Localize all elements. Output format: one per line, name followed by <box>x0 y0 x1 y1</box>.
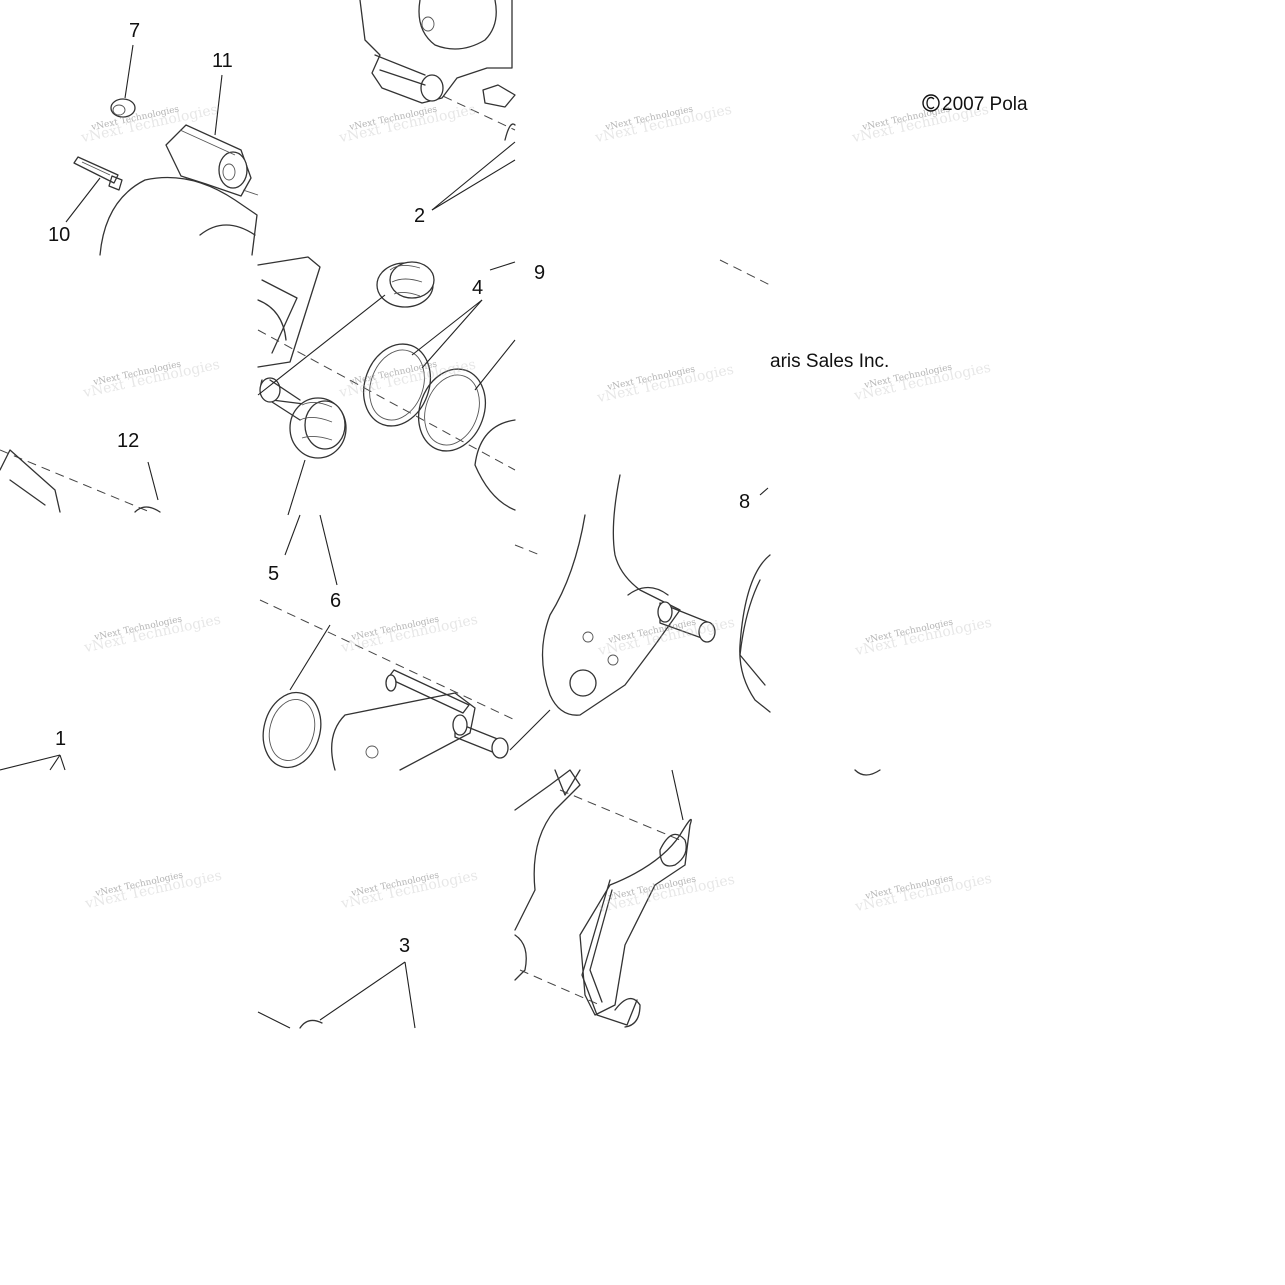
part-8-mounting-bracket <box>541 474 716 716</box>
part-6-ring <box>262 691 322 769</box>
brake-pad-right <box>739 554 881 776</box>
callout-11: 11 <box>212 50 233 72</box>
callout-8: 8 <box>739 491 750 513</box>
part-9-dust-boot-upper <box>376 261 435 308</box>
leaders-row-2 <box>147 261 516 516</box>
caliper-body-top <box>359 0 516 141</box>
part-5-guide-pin <box>385 669 470 714</box>
leaders-row-3 <box>284 487 769 751</box>
copyright-text-part2: aris Sales Inc. <box>770 351 889 372</box>
callout-10: 10 <box>48 224 70 246</box>
callout-4: 4 <box>472 277 483 299</box>
center-lines <box>0 89 771 1006</box>
caliper-fragment <box>257 256 321 368</box>
crop-mask-copyright <box>1028 85 1068 120</box>
callout-12: 12 <box>117 430 139 452</box>
part-7-bushing <box>110 98 136 118</box>
copyright-notice: 2007 Pola aris Sales Inc. <box>770 94 1028 372</box>
part-10-bleeder-screw <box>73 156 123 191</box>
part-2-leaders <box>431 141 516 211</box>
copyright-text-part1: 2007 Pola <box>942 94 1028 115</box>
part-1-leaders <box>0 754 66 771</box>
part-4-seal-rings <box>363 343 516 511</box>
part-3-pad-fragment <box>299 1019 323 1029</box>
callout-3: 3 <box>399 935 410 957</box>
callout-5: 5 <box>268 563 279 585</box>
part-11-caliper-housing <box>99 124 259 256</box>
bracket-with-pin <box>331 692 509 771</box>
brake-pad-lower <box>579 769 692 1028</box>
callout-1: 1 <box>55 728 66 750</box>
copyright-symbol-icon <box>922 94 940 112</box>
callout-7: 7 <box>129 20 140 42</box>
bracket-lower <box>514 769 581 981</box>
callout-9: 9 <box>534 262 545 284</box>
callout-2: 2 <box>414 205 425 227</box>
part-12-bracket-fragment <box>0 449 161 513</box>
part-3-leaders <box>257 961 416 1029</box>
part-5-6-piston-boot-lower <box>259 377 347 459</box>
callout-6: 6 <box>330 590 341 612</box>
callout-labels: 7 11 10 2 9 4 12 8 5 6 1 3 <box>48 20 750 957</box>
